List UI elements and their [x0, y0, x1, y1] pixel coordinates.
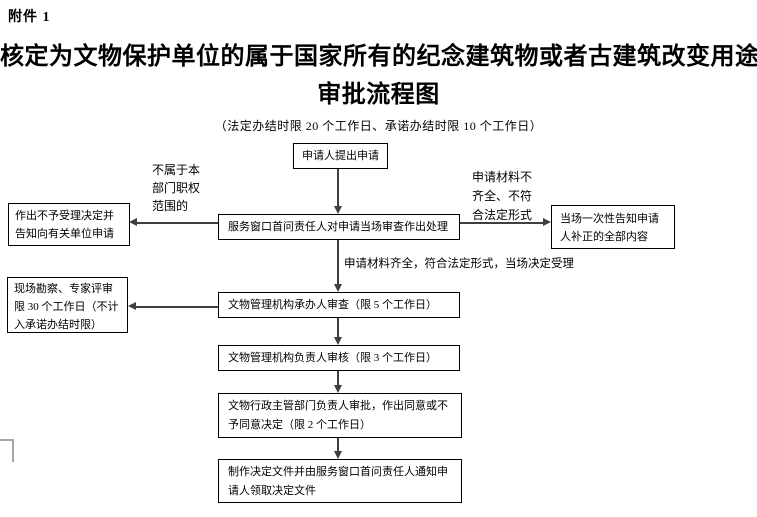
arrowhead-window-to-reject	[129, 218, 137, 226]
flow-box-dept-approval: 文物行政主管部门负责人审批，作出同意或不 予同意决定（限 2 个工作日）	[218, 393, 462, 438]
attachment-label: 附件 1	[8, 10, 51, 25]
edge-label-materials-complete: 申请材料齐全，符合法定形式，当场决定受理	[344, 258, 574, 270]
connector-approval-to-delivery	[337, 438, 339, 451]
arrowhead-window-to-organizer	[334, 284, 342, 292]
connector-window-to-supplement	[460, 222, 543, 224]
connector-start-to-window	[337, 169, 339, 206]
page-title-line2: 审批流程图	[317, 82, 440, 108]
flow-box-window-review: 服务窗口首问责任人对申请当场审查作出处理	[218, 214, 460, 240]
flow-box-window-review-label: 服务窗口首问责任人对申请当场审查作出处理	[228, 221, 448, 233]
edge-label-out-of-scope: 不属于本 部门职权 范围的	[152, 163, 201, 213]
flow-box-reject-notice: 作出不予受理决定并 告知向有关单位申请	[8, 203, 130, 246]
connector-organizer-to-survey	[136, 306, 218, 308]
page-margin-corner-mark-horizontal	[0, 439, 14, 441]
connector-organizer-to-leader	[337, 318, 339, 337]
arrowhead-approval-to-delivery	[334, 451, 342, 459]
time-limit-note: （法定办结时限 20 个工作日、承诺办结时限 10 个工作日）	[214, 119, 543, 133]
arrowhead-window-to-supplement	[543, 218, 551, 226]
connector-leader-to-approval	[337, 371, 339, 385]
page-margin-corner-mark-vertical	[12, 439, 14, 462]
flow-box-organizer-review: 文物管理机构承办人审查（限 5 个工作日）	[218, 292, 460, 318]
flow-box-start: 申请人提出申请	[293, 143, 388, 169]
connector-window-to-reject	[137, 222, 218, 224]
arrowhead-leader-to-approval	[334, 385, 342, 393]
flow-box-leader-check: 文物管理机构负责人审核（限 3 个工作日）	[218, 345, 460, 371]
arrowhead-start-to-window	[334, 206, 342, 214]
connector-window-to-organizer	[337, 240, 339, 284]
arrowhead-organizer-to-leader	[334, 337, 342, 345]
flow-box-decision-delivery: 制作决定文件并由服务窗口首问责任人通知申 请人领取决定文件	[218, 459, 462, 503]
arrowhead-organizer-to-survey	[128, 302, 136, 310]
flow-box-supplement-notice: 当场一次性告知申请 人补正的全部内容	[551, 205, 675, 249]
flow-box-site-survey: 现场勘察、专家评审 限 30 个工作日（不计 入承诺办结时限）	[7, 277, 128, 333]
page-title-line1: 核定为文物保护单位的属于国家所有的纪念建筑物或者古建筑改变用途	[0, 44, 757, 70]
flow-box-start-label: 申请人提出申请	[302, 150, 379, 162]
edge-label-materials-incomplete: 申请材料不 齐全、不符 合法定形式	[472, 170, 533, 222]
